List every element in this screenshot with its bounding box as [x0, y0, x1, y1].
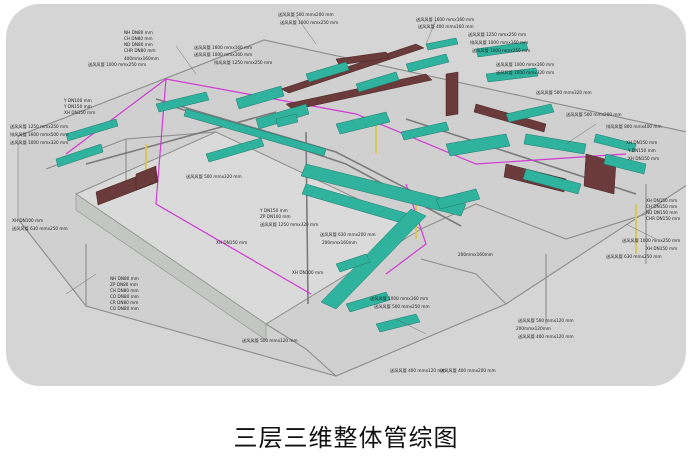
walls [17, 39, 686, 377]
annotation-label: 送风风管 500 mmx200 mm [278, 11, 334, 18]
annotation-label: 送风风管 1000 mmx250 mm [472, 47, 530, 54]
annotation-label: 送风风管 1600 mmx160 mm [194, 44, 252, 51]
annotation-label: 送风风管 630 mmx250 mm [12, 225, 68, 232]
annotation-label: CH DN80 mm [124, 36, 153, 41]
annotation-label: 送风风管 1000 mmx250 mm [88, 61, 146, 68]
annotation-label: XH DN100 mm [292, 270, 323, 275]
annotation-label: 排风风管 1250 mmx250 mm [214, 59, 272, 66]
annotation-label: XH DN150 mm [646, 198, 677, 203]
annotation-label: 400mmx160mm [124, 56, 159, 61]
annotation-label: XH DN150 mm [64, 110, 95, 115]
annotation-label: 送风风管 1250 mmx320 mm [260, 221, 318, 228]
annotation-label: 送风风管 1250 mmx250 mm [10, 123, 68, 130]
annotation-label: CR DN80 mm [110, 300, 138, 305]
annotation-label: 送风风管 1250 mmx250 mm [468, 31, 526, 38]
annotation-label: 送风风管 500 mmx200 mm [566, 111, 622, 118]
annotation-label: 排风风管 800 mmx400 mm [606, 123, 662, 130]
annotation-label: 送风风管 1000 mmx250 mm [280, 19, 338, 26]
annotation-label: CO DN80 mm [110, 294, 139, 299]
annotation-label: 送风风管 400 mmx120 mm [390, 367, 446, 374]
annotation-label: CHR DN80 mm [124, 48, 156, 53]
annotation-label: 送风风管 500 mmx320 mm [536, 89, 592, 96]
bim-3d-view: 送风风管 500 mmx200 mm 送风风管 1000 mmx250 mm 送… [10, 11, 686, 377]
annotation-label: ZP DN80 mm [110, 282, 138, 287]
annotation-label: 送风风管 1000 mmx160 mm [496, 61, 554, 68]
annotations: 送风风管 500 mmx200 mm 送风风管 1000 mmx250 mm 送… [10, 11, 680, 374]
annotation-label: 送风风管 1000 mmx250 mm [622, 237, 680, 244]
annotation-label: 送风风管 400 mmx120 mm [518, 333, 574, 340]
annotation-label: 200mmx160mm [458, 252, 493, 257]
annotation-label: CH DN80 mm [110, 288, 139, 293]
annotation-label: 排风风管 1000 mmx160 mm [470, 39, 528, 46]
leader-lines [65, 15, 657, 335]
annotation-label: 送风风管 400 mmx160 mm [418, 23, 474, 30]
annotation-label: CH DN150 mm [646, 204, 677, 209]
annotation-label: XH DN150 mm [626, 140, 657, 145]
annotation-label: 送风风管 400 mmx200 mm [440, 367, 496, 374]
annotation-label: 送风风管 1000 mmx320 mm [10, 139, 68, 146]
annotation-label: XH DN150 mm [628, 156, 659, 161]
annotation-label: 200mmx160mm [322, 240, 357, 245]
annotation-label: 送风风管 1000 mmx160 mm [370, 295, 428, 302]
figure-caption: 三层三维整体管综图 [233, 424, 459, 452]
annotation-label: NH DN80 mm [124, 30, 153, 35]
annotation-label: 送风风管 1000 mmx160 mm [194, 51, 252, 58]
annotation-label: NH DN80 mm [110, 276, 139, 281]
annotation-label: XH DN150 mm [216, 240, 247, 245]
annotation-label: ND DN150 mm [646, 210, 678, 215]
annotation-label: Y DN150 mm [259, 208, 288, 213]
annotation-label: ND DN80 mm [124, 42, 153, 47]
annotation-label: ZP DN100 mm [260, 214, 291, 219]
annotation-label: XH DN100 mm [12, 218, 43, 223]
annotation-label: Y DN100 mm [63, 98, 92, 103]
annotation-label: 送风风管 500 mmx120 mm [242, 337, 298, 344]
courtyard-lower-edge [75, 193, 267, 341]
annotation-label: Y DN150 mm [63, 104, 92, 109]
annotation-label: 送风风管 500 mmx120 mm [518, 317, 574, 324]
annotation-label: CO DN80 mm [110, 306, 139, 311]
supply-ducts [55, 37, 647, 333]
annotation-label: 送风风管 1600 mmx160 mm [416, 16, 474, 23]
annotation-label: 送风风管 500 mmx250 mm [374, 303, 430, 310]
annotation-label: 200mmx120mm [516, 326, 551, 331]
annotation-label: CHR DN150 mm [646, 216, 680, 221]
diagram-frame: 送风风管 500 mmx200 mm 送风风管 1000 mmx250 mm 送… [6, 4, 686, 386]
annotation-label: XH DN150 mm [646, 246, 677, 251]
annotation-label: 送风风管 500 mmx320 mm [186, 173, 242, 180]
annotation-label: Y DN150 mm [627, 148, 656, 153]
annotation-label: 送风风管 630 mmx250 mm [606, 253, 662, 260]
annotation-label: 排风风管 1600 mmx500 mm [10, 131, 68, 138]
annotation-label: 送风风管 1000 mmx320 mm [496, 69, 554, 76]
annotation-label: 送风风管 630 mmx200 mm [320, 231, 376, 238]
